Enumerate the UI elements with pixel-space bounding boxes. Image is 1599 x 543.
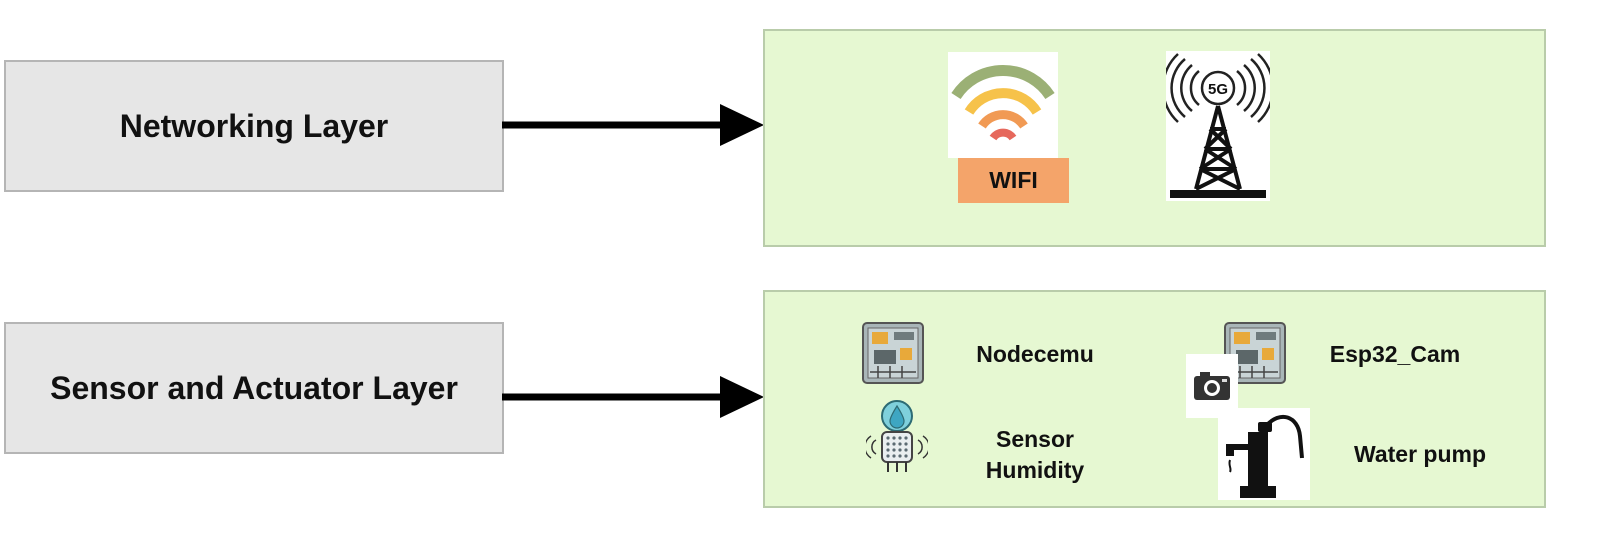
water-pump-icon: [1218, 408, 1310, 500]
networking-layer-box: Networking Layer: [4, 60, 504, 192]
sensor-arrow: [502, 376, 764, 418]
nodemcu-board-icon: [862, 322, 924, 384]
networking-layer-title: Networking Layer: [119, 107, 389, 144]
sensor-layer-title: Sensor and Actuator Layer: [50, 369, 458, 406]
wifi-label-badge: WIFI: [958, 158, 1069, 203]
5g-tower-icon: 5G: [1161, 51, 1275, 201]
sensor-layer-box: Sensor and Actuator Layer: [4, 322, 504, 454]
humidity-sensor-label: Sensor Humidity: [950, 424, 1120, 486]
camera-icon: [1186, 354, 1238, 418]
wifi-label: WIFI: [989, 167, 1038, 193]
water-pump-label: Water pump: [1353, 441, 1487, 467]
nodemcu-label: Nodecemu: [976, 341, 1094, 367]
esp32-cam-label: Esp32_Cam: [1329, 341, 1461, 367]
wifi-icon: [948, 52, 1058, 158]
networking-arrow: [502, 104, 764, 146]
humidity-label-line1: Sensor: [996, 426, 1074, 452]
humidity-sensor-icon: [864, 398, 930, 478]
esp32-board-icon: [1224, 322, 1286, 384]
networking-panel: [763, 29, 1546, 247]
humidity-label-line2: Humidity: [985, 457, 1085, 483]
5g-text: 5G: [1208, 81, 1228, 98]
